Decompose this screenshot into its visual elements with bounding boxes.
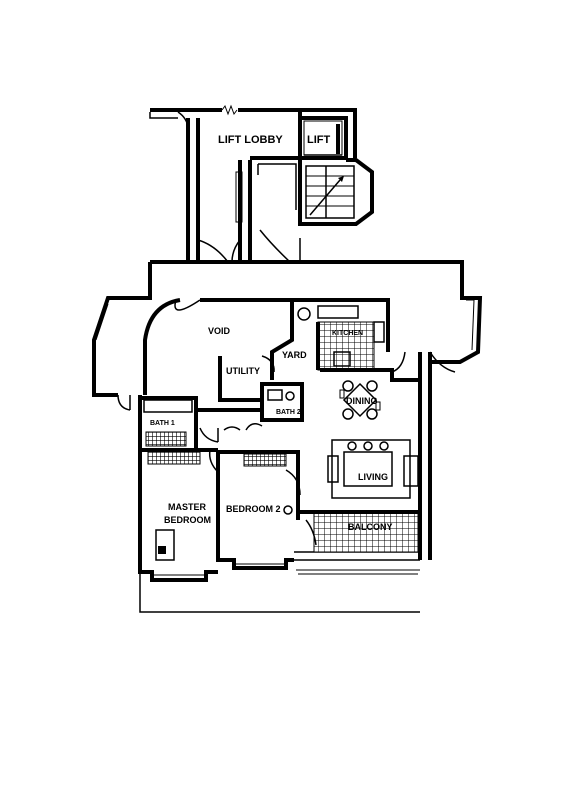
label-balcony: BALCONY — [348, 522, 393, 532]
label-dining: DINING — [346, 396, 378, 406]
room-labels: LIFT LOBBY LIFT VOID KITCHEN YARD UTILIT… — [150, 134, 393, 532]
label-bedroom-2: BEDROOM 2 — [226, 504, 281, 514]
stair-core — [298, 158, 374, 226]
balcony — [298, 510, 420, 553]
label-master-bedroom-2: BEDROOM — [164, 515, 211, 525]
bath-2 — [260, 382, 304, 422]
label-yard: YARD — [282, 350, 307, 360]
label-bath-1: BATH 1 — [150, 420, 175, 427]
label-master-bedroom-1: MASTER — [168, 502, 207, 512]
bedroom-2 — [218, 423, 301, 520]
label-lift-lobby: LIFT LOBBY — [218, 134, 283, 146]
label-bath-2: BATH 2 — [276, 409, 301, 416]
label-kitchen: KITCHEN — [332, 330, 363, 337]
master-bedroom — [140, 448, 219, 561]
label-void: VOID — [208, 326, 231, 336]
kitchen — [292, 298, 390, 371]
living-furniture — [327, 439, 419, 499]
label-utility: UTILITY — [226, 366, 260, 376]
lift-lobby-area — [149, 104, 357, 263]
label-living: LIVING — [358, 472, 388, 482]
void-area — [143, 298, 300, 395]
label-lift: LIFT — [307, 134, 330, 146]
lift-shaft — [298, 116, 348, 160]
dining-table — [339, 380, 381, 420]
windows — [95, 299, 475, 576]
yard-utility — [218, 300, 420, 402]
